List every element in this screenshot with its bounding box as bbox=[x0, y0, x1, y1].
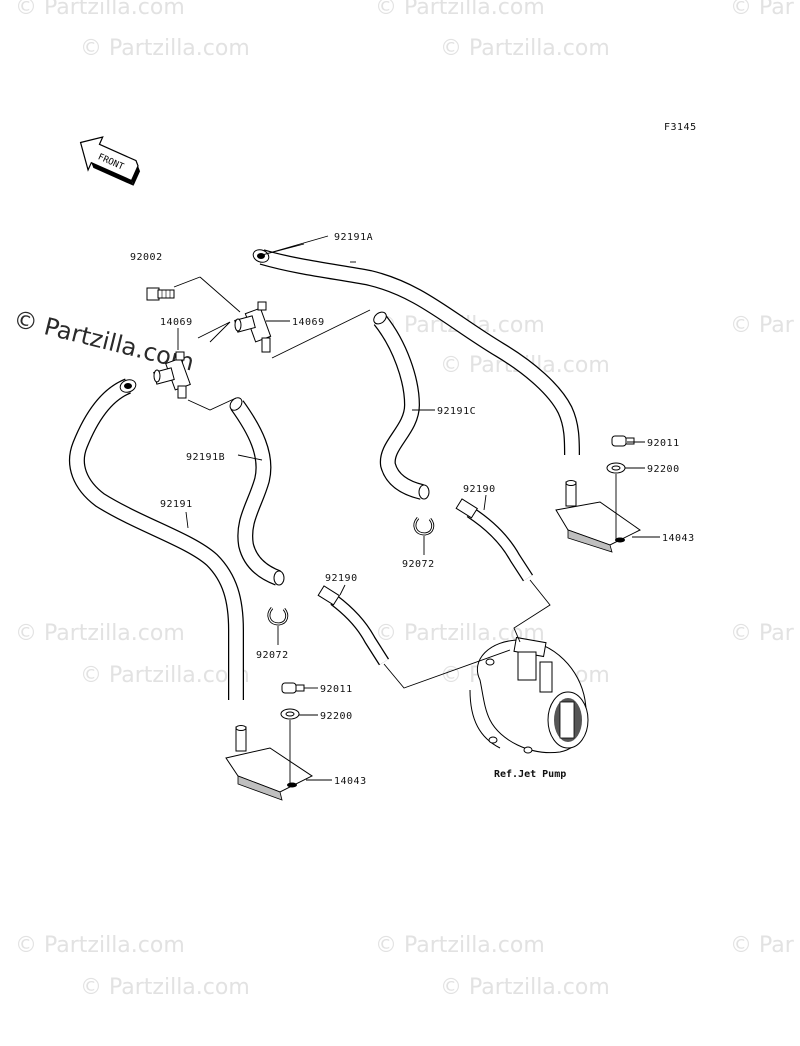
watermark: © Partzilla.com bbox=[80, 975, 250, 1000]
bolt-92011-left bbox=[281, 682, 305, 694]
callout-92002: 92002 bbox=[130, 252, 163, 263]
watermark: © Partzilla.com bbox=[440, 975, 610, 1000]
callout-92190-left: 92190 bbox=[325, 573, 358, 584]
bracket-14043-right bbox=[555, 480, 641, 553]
watermark: © Par bbox=[730, 933, 795, 958]
hose-92191 bbox=[68, 378, 244, 700]
washer-92200-right bbox=[606, 462, 626, 474]
clamp-14069-left bbox=[153, 351, 191, 399]
watermark: © Partzilla.com bbox=[375, 933, 545, 958]
tube-92190-left bbox=[317, 585, 390, 666]
watermark: © Par bbox=[730, 621, 795, 646]
clip-92072-right bbox=[413, 517, 435, 536]
figure-id: F3145 bbox=[664, 122, 697, 133]
watermark: © Partzilla.com bbox=[80, 663, 250, 688]
watermark: © Partzilla.com bbox=[15, 621, 185, 646]
tube-92190-right bbox=[455, 498, 534, 582]
callout-92011-left: 92011 bbox=[320, 684, 353, 695]
bolt-92011-right bbox=[611, 435, 635, 447]
callouts: 92191A 92002 14069 14069 92191C 92191B 9… bbox=[130, 232, 695, 787]
hose-92191a bbox=[252, 249, 580, 456]
callout-92190-right: 92190 bbox=[463, 484, 496, 495]
leader-lines bbox=[173, 235, 660, 785]
callout-92072-right: 92072 bbox=[402, 559, 435, 570]
callout-92072-left: 92072 bbox=[256, 650, 289, 661]
callout-92200-right: 92200 bbox=[647, 464, 680, 475]
hose-92191b bbox=[229, 397, 285, 586]
callout-92011-right: 92011 bbox=[647, 438, 680, 449]
callout-14043-right: 14043 bbox=[662, 533, 695, 544]
callout-92191a: 92191A bbox=[334, 232, 373, 243]
callout-14043-left: 14043 bbox=[334, 776, 367, 787]
clip-92072-left bbox=[267, 607, 289, 626]
callout-92191b: 92191B bbox=[186, 452, 225, 463]
watermark: © Par bbox=[730, 313, 795, 338]
washer-92200-left bbox=[280, 708, 300, 720]
jet-pump bbox=[469, 636, 589, 754]
callout-14069-left: 14069 bbox=[160, 317, 193, 328]
watermark: © Partzilla.com bbox=[440, 36, 610, 61]
ref-jet-pump-label: Ref.Jet Pump bbox=[494, 769, 566, 780]
callout-14069-right: 14069 bbox=[292, 317, 325, 328]
front-arrow-icon: FRONT bbox=[79, 136, 141, 186]
callout-92191: 92191 bbox=[160, 499, 193, 510]
watermark: © Par bbox=[730, 0, 795, 20]
hose-92191c bbox=[373, 311, 430, 500]
callout-92200-left: 92200 bbox=[320, 711, 353, 722]
watermark: © Partzilla.com bbox=[15, 0, 185, 20]
bracket-14043-left bbox=[225, 725, 313, 801]
callout-92191c: 92191C bbox=[437, 406, 476, 417]
watermark-grid: © Partzilla.com © Partzilla.com © Par © … bbox=[15, 0, 795, 1000]
watermark: © Partzilla.com bbox=[375, 0, 545, 20]
bolt-92002 bbox=[146, 287, 175, 301]
watermark: © Partzilla.com bbox=[80, 36, 250, 61]
clamp-14069-right bbox=[234, 301, 272, 353]
watermark: © Partzilla.com bbox=[15, 933, 185, 958]
